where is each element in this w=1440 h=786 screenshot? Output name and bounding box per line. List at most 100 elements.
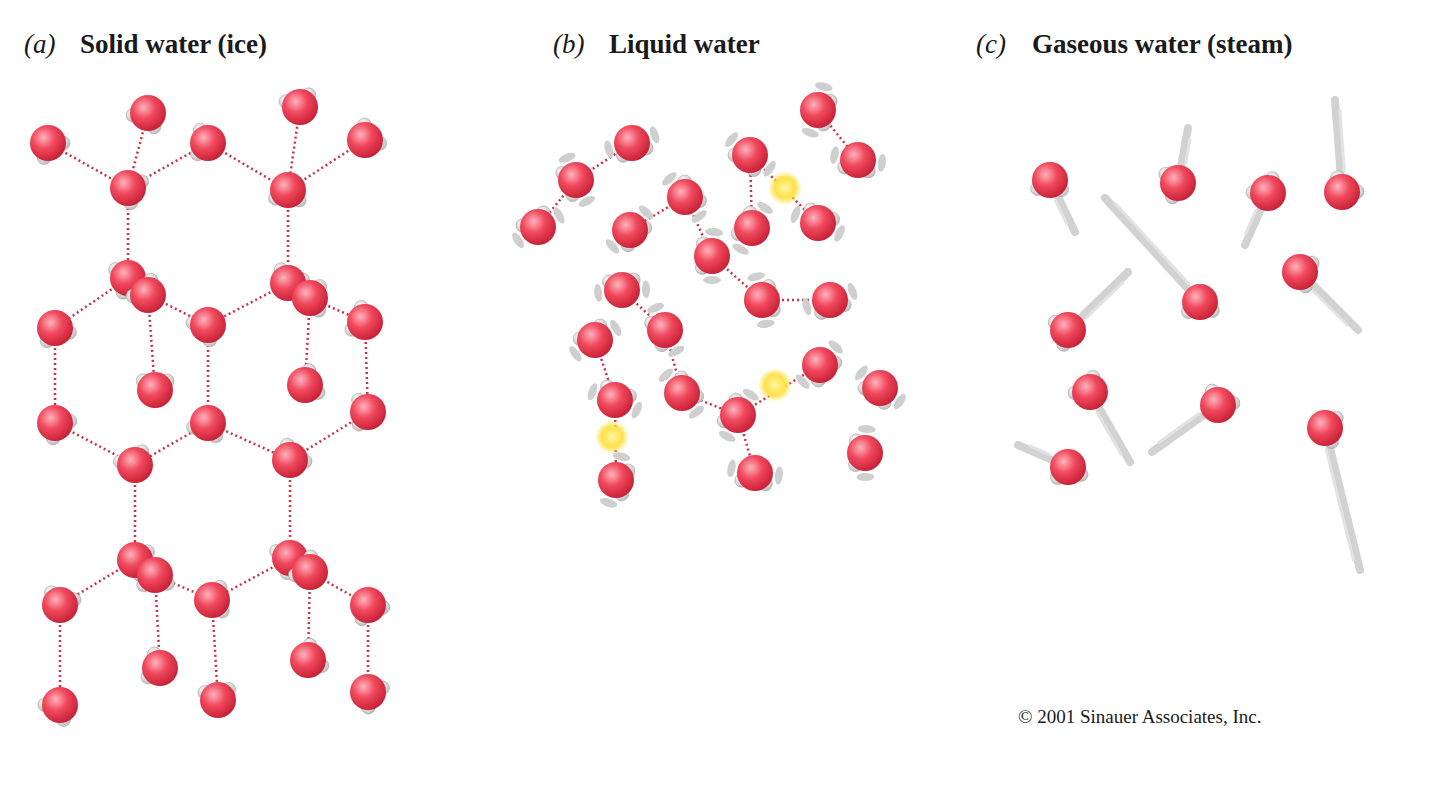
oxygen-atom [1324, 174, 1360, 210]
oxygen-atom [194, 582, 230, 618]
panel-letter: (c) [976, 30, 1006, 60]
water-molecule [1246, 172, 1286, 211]
oxygen-atom [347, 304, 383, 340]
hydrogen-bonds [48, 107, 858, 705]
water-molecule [731, 200, 775, 257]
oxygen-atom [812, 282, 848, 318]
water-molecule [717, 386, 760, 444]
water-molecule [347, 118, 387, 158]
vibration-mark [599, 496, 619, 509]
vibration-mark [774, 466, 784, 485]
oxygen-atom [598, 462, 634, 498]
oxygen-atom [290, 642, 326, 678]
oxygen-atom [190, 307, 226, 343]
oxygen-atom [37, 310, 73, 346]
oxygen-atom [347, 122, 383, 158]
oxygen-atom [862, 370, 898, 406]
water-molecule [603, 203, 655, 256]
water-molecule [694, 227, 730, 284]
water-molecule [800, 81, 837, 140]
oxygen-atom [350, 674, 386, 710]
motion-trail [1186, 139, 1191, 164]
vibration-mark [801, 297, 814, 317]
oxygen-atom [802, 347, 838, 383]
oxygen-atom [1250, 175, 1286, 211]
motion-trail [1100, 409, 1130, 462]
water-molecule [723, 130, 778, 178]
water-molecule [42, 586, 81, 623]
oxygen-atom [720, 397, 756, 433]
vibration-mark [612, 451, 631, 463]
oxygen-atom [272, 442, 308, 478]
oxygen-atom [42, 587, 78, 623]
water-molecule [645, 301, 686, 359]
vibration-mark [642, 280, 651, 298]
oxygen-atom [744, 282, 780, 318]
vibration-mark [603, 139, 615, 158]
oxygen-atom [647, 312, 683, 348]
oxygen-atom [190, 405, 226, 441]
water-molecule [190, 123, 226, 161]
oxygen-atom [137, 557, 173, 593]
motion-trail [1314, 286, 1358, 330]
oxygen-atom [694, 238, 730, 274]
oxygen-atom [130, 95, 166, 131]
water-molecule [287, 364, 325, 403]
panel-title: Gaseous water (steam) [1032, 30, 1292, 60]
water-molecule [345, 300, 383, 340]
water-molecule [30, 125, 70, 164]
motion-trails [1018, 100, 1360, 570]
oxygen-atom [604, 272, 640, 308]
oxygen-atom [1072, 374, 1108, 410]
panel-title: Liquid water [609, 30, 760, 60]
oxygen-atom [800, 92, 836, 128]
water-molecule [38, 687, 78, 727]
oxygen-atom [577, 322, 613, 358]
vibration-mark [705, 227, 724, 237]
water-molecule [268, 172, 306, 208]
vibration-mark [877, 154, 887, 173]
water-molecule [1282, 254, 1319, 293]
water-molecule [1200, 384, 1240, 423]
water-molecule [726, 455, 784, 491]
oxygen-atom [558, 162, 594, 198]
water-molecule [598, 451, 635, 510]
water-molecule [1048, 312, 1086, 351]
water-molecule [126, 95, 166, 134]
water-molecule [272, 438, 312, 478]
water-molecule [288, 550, 328, 590]
oxygen-atom [737, 455, 773, 491]
water-molecule [567, 318, 624, 363]
oxygen-atom [282, 89, 318, 125]
water-molecule [1068, 370, 1108, 410]
motion-trail [1055, 200, 1067, 225]
water-molecule [603, 125, 662, 162]
breaking-bond-glow [768, 171, 802, 205]
water-molecule [657, 366, 706, 421]
water-molecule [37, 405, 77, 445]
water-molecule [829, 142, 887, 178]
water-molecule [789, 203, 847, 243]
oxygen-atom [664, 375, 700, 411]
oxygen-atom [287, 367, 323, 403]
oxygen-atom [200, 682, 236, 718]
water-molecule [847, 424, 883, 481]
water-molecule [1324, 171, 1364, 210]
water-molecule [853, 363, 909, 411]
oxygen-atom [110, 170, 146, 206]
water-molecule [350, 674, 389, 714]
motion-trail [1096, 411, 1121, 455]
vibration-mark [726, 459, 737, 478]
water-molecule [660, 170, 709, 225]
motion-trail [1029, 445, 1052, 455]
water-molecule [1031, 162, 1069, 198]
oxygen-atom [1182, 284, 1218, 320]
oxygen-atom [142, 650, 178, 686]
water-molecule [350, 393, 386, 431]
oxygen-atom [190, 125, 226, 161]
vibration-mark [756, 318, 775, 329]
oxygen-atom [520, 209, 556, 245]
motion-trail [1082, 272, 1128, 316]
water-molecule [794, 338, 846, 391]
